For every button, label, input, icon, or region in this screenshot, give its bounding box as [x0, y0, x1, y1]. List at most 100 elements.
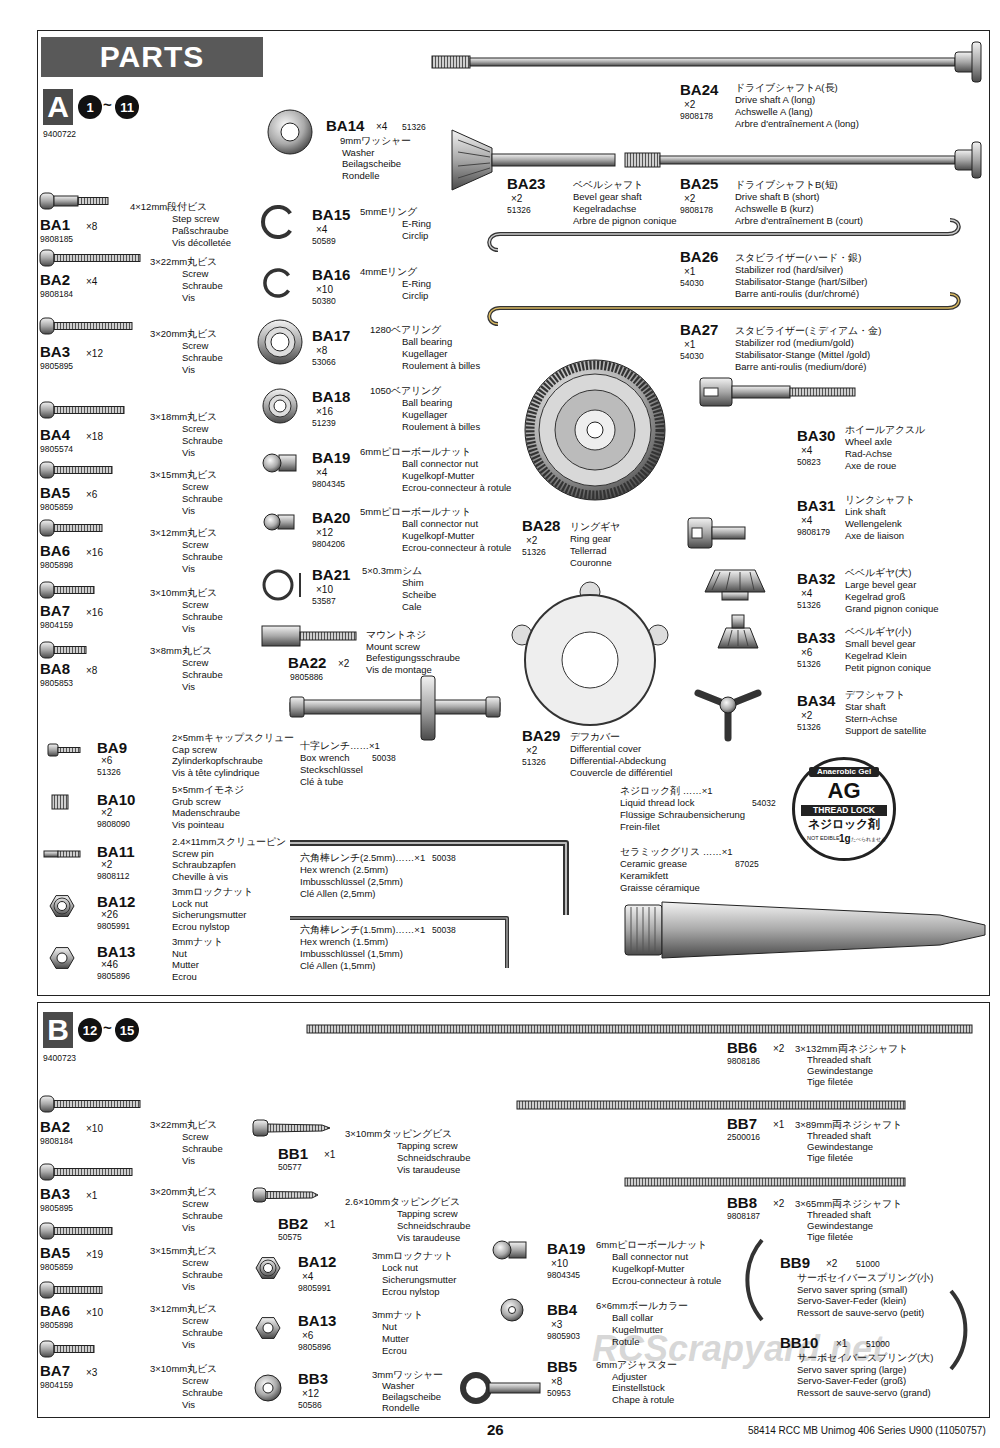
quantity: ×8	[551, 1376, 562, 1387]
part-translation: Arbre de pignon conique	[573, 215, 677, 226]
part-number: 9808112	[97, 871, 129, 881]
part-translation: Paßschraube	[172, 225, 229, 236]
quantity: ×8	[86, 221, 97, 232]
tool-name: Imbusschlüssel (1,5mm)	[300, 948, 403, 959]
part-name: 3×15mm丸ビス	[150, 1245, 217, 1256]
part-name: 3mmナット	[172, 936, 223, 947]
step-number-text: 11	[120, 101, 134, 114]
part-number: 9808187	[727, 1211, 760, 1221]
part-name: サーボセイバースプリング(小)	[797, 1272, 933, 1283]
part-translation: Schraube	[182, 611, 223, 622]
part-number: 9808090	[97, 819, 130, 829]
part-code: BA8	[40, 661, 70, 676]
part-name: 3×22mm丸ビス	[150, 1119, 217, 1130]
quantity: ×6	[101, 755, 112, 766]
screw-icon	[40, 642, 54, 658]
drivetrain-icon	[458, 140, 490, 178]
part-translation: Tapping screw	[397, 1140, 458, 1151]
thread-lock-badge-text: AG	[795, 779, 893, 803]
part-translation: Wellengelenk	[845, 518, 902, 529]
screw-icon	[256, 1318, 280, 1339]
small-part-icon	[258, 320, 302, 364]
part-code: BA1	[40, 217, 70, 232]
quantity: ×6	[86, 489, 97, 500]
part-translation: Kugelkopf-Mutter	[402, 530, 474, 541]
part-name: 3×132mm両ネジシャフト	[795, 1043, 908, 1054]
part-number: 51326	[522, 757, 546, 767]
part-number: 9805853	[40, 678, 73, 688]
part-translation: Schraube	[182, 435, 223, 446]
drivetrain-icon	[562, 632, 618, 688]
drivetrain-icon	[972, 142, 981, 178]
part-translation: Washer	[382, 1380, 414, 1391]
part-translation: Shim	[402, 577, 424, 588]
part-number: 9808178	[680, 205, 713, 215]
screw-icon	[40, 1096, 54, 1112]
part-name: 3mmロックナット	[372, 1250, 453, 1261]
part-name: 3×22mm丸ビス	[150, 256, 217, 267]
part-code: BA24	[680, 82, 718, 97]
part-translation: Vis taraudeuse	[397, 1164, 460, 1175]
part-translation: Adjuster	[612, 1371, 647, 1382]
tool-icon	[290, 700, 500, 714]
part-number: 9805991	[298, 1283, 331, 1293]
part-code: BA29	[522, 728, 560, 743]
part-translation: Ring gear	[570, 533, 611, 544]
part-translation: Screw	[182, 1131, 208, 1142]
part-translation: Screw	[182, 599, 208, 610]
part-name: 2.6×10mmタッピングビス	[345, 1196, 460, 1207]
part-translation: Vis	[182, 447, 195, 458]
part-number: 9805898	[40, 1320, 73, 1330]
part-number: 50038	[432, 925, 456, 935]
part-translation: Ecrou nylstop	[172, 921, 230, 932]
small-part-icon	[299, 573, 301, 597]
part-name: リングギヤ	[570, 521, 620, 532]
part-number: 9805859	[40, 502, 73, 512]
part-name: 5mmEリング	[360, 206, 417, 217]
part-name: 2.4×11mmスクリューピン	[172, 836, 286, 847]
part-name: 3×20mm丸ビス	[150, 328, 217, 339]
part-name: デフカバー	[570, 731, 620, 742]
screw-icon	[40, 1282, 54, 1298]
part-name: 5mmピローボールナット	[360, 506, 471, 517]
part-number: 51326	[402, 122, 426, 132]
part-name: ホイールアクスル	[845, 424, 925, 435]
part-code: BB2	[278, 1216, 308, 1231]
part-translation: Schneidschraube	[397, 1152, 470, 1163]
part-code: BA17	[312, 328, 350, 343]
part-translation: Stabilisator-Stange (hart/Silber)	[735, 276, 868, 287]
drivetrain-icon	[530, 365, 660, 495]
quantity: ×12	[316, 527, 333, 538]
part-number: 9805859	[40, 1262, 73, 1272]
thread-lock-badge-text: たべられません	[851, 836, 886, 843]
thread-lock-badge-text: 1g	[839, 833, 851, 844]
quantity: ×2	[511, 193, 522, 204]
part-number: 2500016	[727, 1132, 760, 1142]
part-code: BA25	[680, 176, 718, 191]
part-number: 9808185	[40, 234, 73, 244]
screw-icon	[493, 1241, 511, 1259]
parts-panel-text: 9400723	[43, 1053, 76, 1063]
part-translation: Grand pignon conique	[845, 603, 939, 614]
part-translation: Schraube	[182, 1210, 223, 1221]
screw-icon	[951, 1291, 965, 1369]
part-number: 9808186	[727, 1056, 760, 1066]
drivetrain-icon	[625, 153, 660, 167]
drivetrain-icon	[489, 220, 959, 250]
part-translation: Ecrou	[382, 1345, 407, 1356]
part-translation: Tige filetée	[807, 1152, 853, 1163]
part-translation: Ressort de sauve-servo (grand)	[797, 1387, 931, 1398]
part-translation: Chape à rotule	[612, 1394, 674, 1405]
quantity: ×2	[338, 658, 349, 669]
quantity: ×4	[316, 224, 327, 235]
thread-lock-badge-text: NOT EDIBLE	[807, 835, 840, 842]
part-name: 6×6mmボールカラー	[596, 1300, 688, 1311]
part-translation: Stabilizer rod (hard/silver)	[735, 264, 843, 275]
screw-icon	[489, 1383, 540, 1393]
part-translation: Tellerrad	[570, 545, 606, 556]
screw-icon	[253, 1188, 266, 1202]
supply-name: ネジロック剤 ……×1	[620, 785, 712, 796]
drivetrain-icon	[489, 294, 959, 324]
part-name: 5×5mmイモネジ	[172, 784, 244, 795]
